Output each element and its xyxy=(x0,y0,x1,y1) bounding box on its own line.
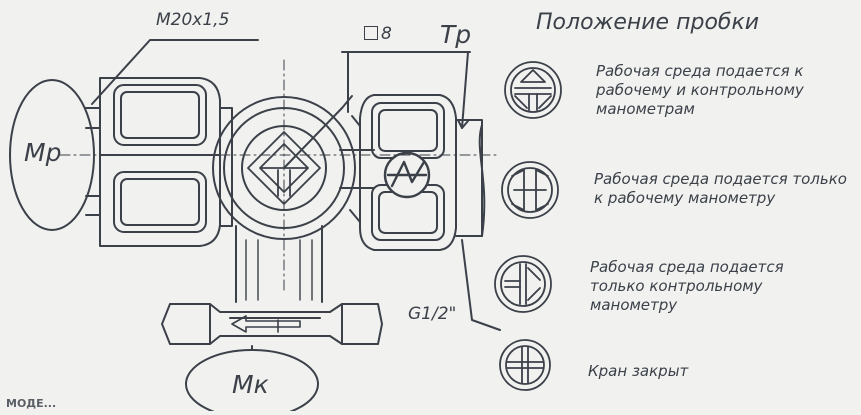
right-cap-body xyxy=(359,94,457,251)
thread-label: M20x1,5 xyxy=(156,10,230,30)
center-lines xyxy=(59,59,501,291)
legend-symbol-2 xyxy=(501,161,559,219)
left-cap-body xyxy=(99,77,221,247)
left-cap-window-top xyxy=(113,84,207,146)
g-leader-line xyxy=(461,239,501,331)
mp-label: Мр xyxy=(24,138,62,167)
square-leader-line xyxy=(283,107,343,169)
legend-heading: Положение пробки xyxy=(536,10,760,35)
tp-label: Тр xyxy=(440,20,472,49)
square-label: 8 xyxy=(364,26,392,43)
stem xyxy=(235,225,323,303)
legend-symbol-3 xyxy=(494,255,552,313)
brand-logo-icon xyxy=(383,151,431,199)
g-label: G1/2" xyxy=(408,304,457,324)
thread-leader-line xyxy=(91,39,259,105)
footer-label: МОДЕ... xyxy=(6,397,57,410)
left-cap-window-bottom xyxy=(113,171,207,233)
legend-symbol-1 xyxy=(504,61,562,119)
legend-item-2-text: Рабочая среда подается только к рабочему… xyxy=(594,170,847,207)
handle xyxy=(161,303,383,345)
central-disc-outer xyxy=(212,96,356,240)
legend-symbol-4 xyxy=(499,339,551,391)
right-fitting xyxy=(455,119,483,237)
rotation-arrow-icon xyxy=(231,315,301,333)
legend-item-3-text: Рабочая среда подается только контрольно… xyxy=(590,258,784,314)
tp-leader-line xyxy=(461,51,469,129)
legend-item-4-text: Кран закрыт xyxy=(588,362,689,380)
square-label-value: 8 xyxy=(381,24,392,44)
mk-label: Мк xyxy=(232,370,269,399)
right-tube xyxy=(339,149,375,189)
square-icon xyxy=(364,26,378,40)
legend-item-1-text: Рабочая среда подается к рабочему и конт… xyxy=(596,62,804,118)
central-body xyxy=(219,107,233,227)
